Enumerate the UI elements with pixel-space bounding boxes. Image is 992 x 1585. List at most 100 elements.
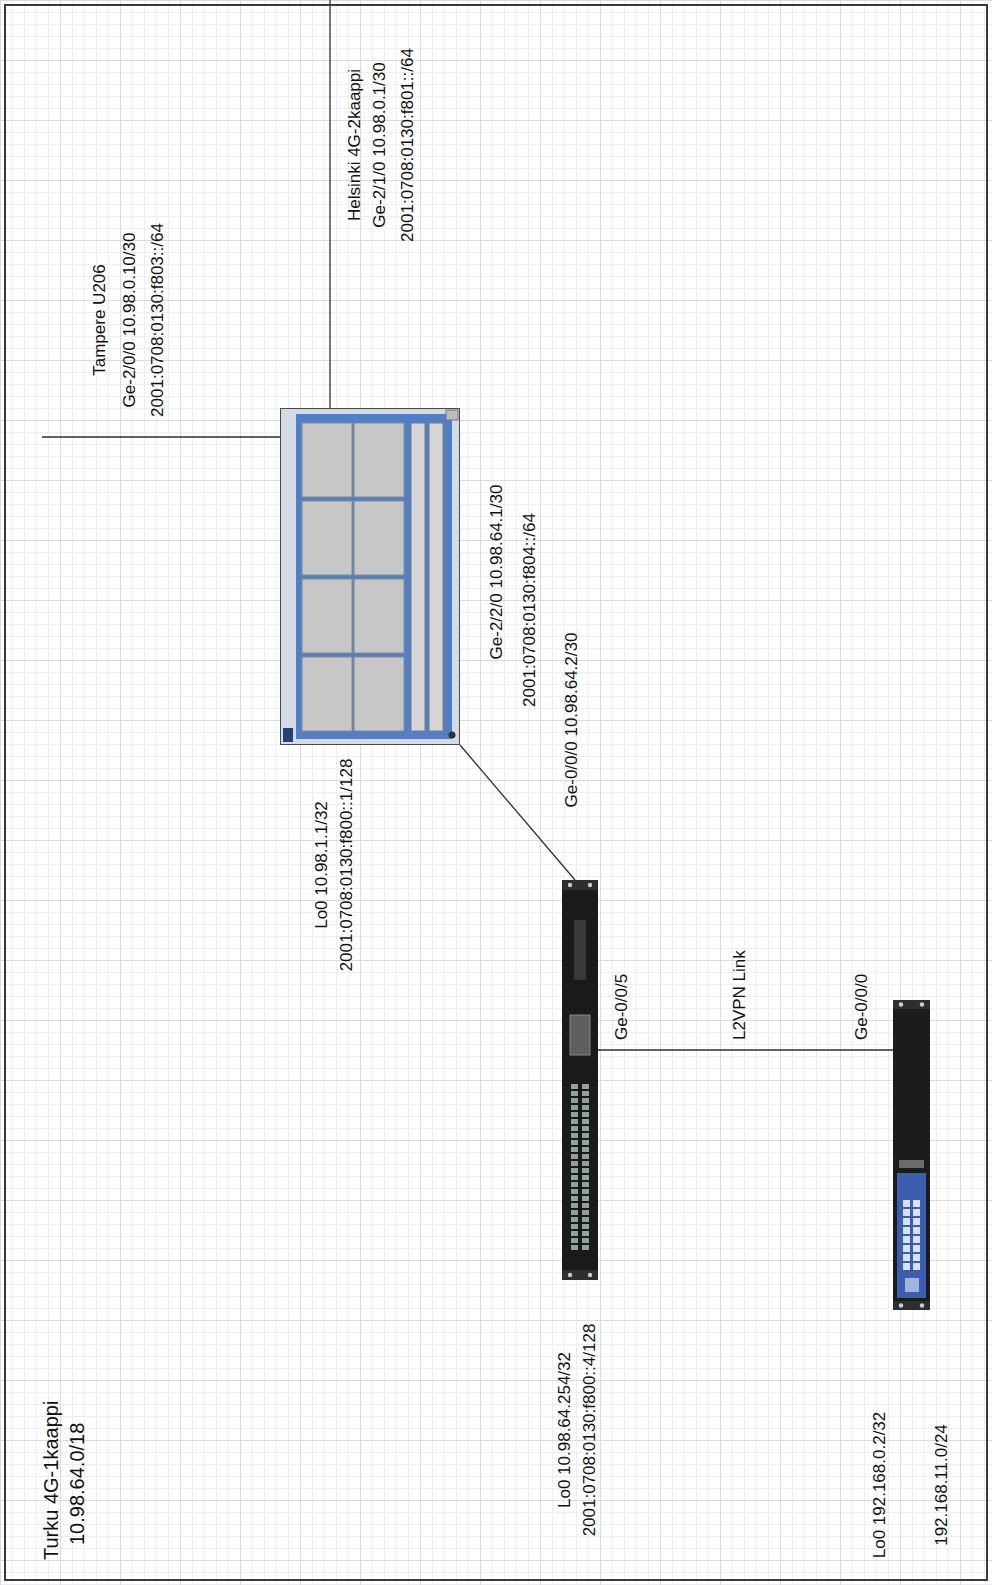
firewall-logo — [905, 1278, 919, 1292]
site-title: Turku 4G-1kaappi — [39, 1401, 63, 1560]
switch-port — [582, 1140, 589, 1145]
switch-port — [582, 1175, 589, 1180]
link-label: L2VPN Link — [730, 950, 750, 1040]
label-holder: 2001:0708:0130:f800::4/128 — [580, 1324, 600, 1537]
switch-port — [582, 1245, 589, 1250]
line-card-slot — [302, 657, 352, 731]
switch-port — [571, 1084, 578, 1089]
rack-hole — [568, 1273, 572, 1277]
label-holder: Ge-2/1/0 10.98.0.1/30 — [370, 62, 390, 227]
tampere-uplink-line — [42, 436, 280, 437]
firewall-port — [903, 1245, 910, 1252]
label-holder: 192.168.11.0/24 — [932, 1424, 952, 1546]
switch-port — [582, 1196, 589, 1201]
switch-port — [571, 1119, 578, 1124]
edge-label-holder: L2VPN Link — [730, 950, 750, 1040]
rack-ear — [562, 1270, 598, 1280]
line-card-slot — [354, 579, 404, 653]
interface-label: Ge-2/0/0 10.98.0.10/30 — [120, 233, 140, 408]
switch-port — [582, 1147, 589, 1152]
switch-port — [571, 1175, 578, 1180]
router-panel — [296, 414, 452, 739]
rack-ear — [893, 1301, 930, 1310]
switch-port — [571, 1168, 578, 1173]
switch-port — [582, 1105, 589, 1110]
rack-hole — [568, 883, 572, 887]
switch-port — [582, 1084, 589, 1089]
label-holder: 10.98.64.0/18 — [65, 1423, 89, 1545]
label-holder: Ge-2/0/0 10.98.0.10/30 — [120, 233, 140, 408]
label-holder: Ge-2/2/0 10.98.64.1/30 — [487, 485, 507, 660]
control-board-slot — [429, 423, 443, 731]
switch-port — [571, 1217, 578, 1222]
router-button — [449, 732, 456, 739]
firewall-device-art — [893, 1000, 930, 1310]
site-title: 10.98.64.0/18 — [65, 1423, 89, 1545]
firewall-port — [913, 1245, 920, 1252]
switch-port — [571, 1224, 578, 1229]
firewall-port — [913, 1209, 920, 1216]
switch-port — [582, 1217, 589, 1222]
interface-label: Ge-2/1/0 10.98.0.1/30 — [370, 62, 390, 227]
label-holder: Lo0 192.168.0.2/32 — [870, 1412, 890, 1559]
firewall-port — [903, 1209, 910, 1216]
switch-port — [582, 1189, 589, 1194]
switch-port — [571, 1210, 578, 1215]
switch-port — [582, 1091, 589, 1096]
loopback-address: Lo0 192.168.0.2/32 — [870, 1412, 890, 1559]
switch-port — [571, 1245, 578, 1250]
firewall-port — [913, 1200, 920, 1207]
router-device: Lo0 10.98.1.1/322001:0708:0130:f800::1/1… — [280, 408, 460, 745]
rack-hole — [920, 1303, 924, 1307]
label-holder: Ge-0/0/5 — [612, 974, 632, 1040]
switch-port — [571, 1147, 578, 1152]
switch-port — [582, 1154, 589, 1159]
loopback-address: Lo0 10.98.1.1/32 — [312, 801, 332, 929]
vendor-logo — [283, 728, 293, 742]
switch-port — [571, 1098, 578, 1103]
firewall-port — [913, 1236, 920, 1243]
switch-port — [582, 1133, 589, 1138]
label-holder: Lo0 10.98.1.1/32 — [312, 801, 332, 929]
loopback-address: 2001:0708:0130:f800::4/128 — [580, 1324, 600, 1537]
line-card-slot — [302, 579, 352, 653]
label-holder: Ge-0/0/0 — [852, 974, 872, 1040]
firewall-port — [903, 1200, 910, 1207]
switch-port — [571, 1133, 578, 1138]
switch-port — [571, 1189, 578, 1194]
firewall-port — [903, 1218, 910, 1225]
label-holder: 2001:0708:0130:f801::/64 — [398, 48, 418, 242]
switch-port — [571, 1105, 578, 1110]
switch-port — [571, 1203, 578, 1208]
switch-port — [582, 1161, 589, 1166]
interface-label: Ge-0/0/5 — [612, 974, 632, 1040]
interface-label: Helsinki 4G-2kaappi — [345, 69, 365, 221]
interface-label: Ge-0/0/0 — [852, 974, 872, 1040]
line-card-slot — [302, 423, 352, 497]
switch-port — [571, 1231, 578, 1236]
switch-display — [570, 1015, 590, 1055]
switch-port — [571, 1238, 578, 1243]
switch-port — [582, 1231, 589, 1236]
firewall-device: Lo0 192.168.0.2/32 — [893, 1000, 930, 1310]
router-device-art — [280, 408, 460, 745]
helsinki-uplink-line — [329, 0, 330, 408]
line-card-slot — [354, 423, 404, 497]
label-holder: Turku 4G-1kaappi — [39, 1401, 63, 1560]
interface-label: Tampere U206 — [90, 264, 110, 376]
interface-label: 2001:0708:0130:f801::/64 — [398, 48, 418, 242]
router-tab — [446, 410, 458, 420]
rack-hole — [899, 1002, 903, 1006]
switch-device: Lo0 10.98.64.254/322001:0708:0130:f800::… — [562, 880, 598, 1280]
label-holder: Tampere U206 — [90, 264, 110, 376]
rack-hole — [899, 1303, 903, 1307]
switch-port — [582, 1182, 589, 1187]
switch-port — [582, 1210, 589, 1215]
rack-hole — [920, 1002, 924, 1006]
switch-port — [571, 1154, 578, 1159]
router-chassis — [281, 409, 460, 745]
line-card-slot — [302, 501, 352, 575]
switch-port — [571, 1161, 578, 1166]
network-link — [460, 745, 575, 880]
firewall-front-panel — [897, 1173, 926, 1298]
